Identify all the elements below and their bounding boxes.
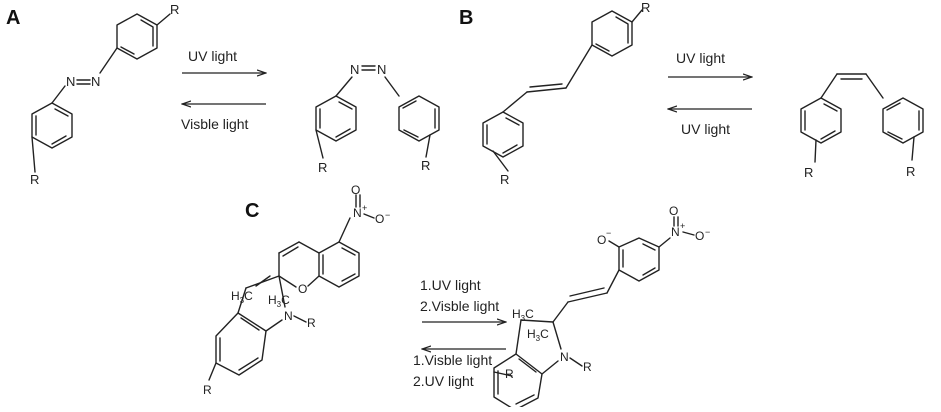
n-r-substituent-label: R xyxy=(307,316,316,330)
azo-nitrogen-label: N xyxy=(66,74,75,89)
trans-azobenzene-structure: R N N R xyxy=(30,2,179,187)
nitro-oxygen-label: O xyxy=(375,212,384,226)
ring-r-substituent-label: R xyxy=(505,367,514,381)
spiropyran-structure: N + O O − O N R xyxy=(203,183,390,397)
methyl-label: H3C xyxy=(512,307,534,323)
r-substituent-label: R xyxy=(641,0,650,15)
pyran-oxygen-label: O xyxy=(298,282,307,296)
forward-condition-label: UV light xyxy=(188,48,237,64)
phenolate-oxygen-label: O xyxy=(597,233,606,247)
svg-text:−: − xyxy=(385,210,390,220)
right-benzene-ring xyxy=(398,95,440,142)
forward-condition-step-1: 1.UV light xyxy=(420,277,481,293)
reverse-condition-step-1: 1.Visble light xyxy=(413,352,492,368)
r-substituent-label: R xyxy=(500,172,509,187)
panel-b-letter: B xyxy=(459,7,473,29)
nitro-oxygen-label: O xyxy=(669,204,678,218)
r-substituent-label: R xyxy=(804,165,813,180)
n-r-substituent-label: R xyxy=(583,360,592,374)
azo-nitrogen-label: N xyxy=(91,74,100,89)
svg-text:−: − xyxy=(705,227,710,237)
methyl-label: H3C xyxy=(231,289,253,305)
upper-benzene-ring xyxy=(591,10,633,57)
r-substituent-label: R xyxy=(30,172,39,187)
cis-azobenzene-structure: N N R R xyxy=(315,62,440,175)
reverse-condition-step-2: 2.UV light xyxy=(413,373,474,389)
azo-nitrogen-label: N xyxy=(350,62,359,77)
panel-a: A R N N R UV light Visbl xyxy=(6,2,440,187)
right-benzene-ring xyxy=(882,97,924,144)
forward-condition-label: UV light xyxy=(676,50,725,66)
reverse-condition-label: UV light xyxy=(681,121,730,137)
cis-stilbene-structure: R R xyxy=(800,73,924,180)
ring-r-substituent-label: R xyxy=(203,383,212,397)
nitro-oxygen-label: O xyxy=(695,229,704,243)
r-substituent-label: R xyxy=(906,164,915,179)
indoline-nitrogen-label: N xyxy=(284,309,293,323)
svg-text:+: + xyxy=(362,203,367,213)
merocyanine-structure: O N + O − O − N R xyxy=(493,204,710,411)
left-benzene-ring xyxy=(315,95,357,142)
azo-nitrogen-label: N xyxy=(377,62,386,77)
indoline-nitrogen-label: N xyxy=(560,350,569,364)
nitro-oxygen-label: O xyxy=(351,183,360,197)
r-substituent-label: R xyxy=(318,160,327,175)
trans-stilbene-structure: R R xyxy=(482,0,650,187)
upper-benzene-ring xyxy=(116,13,158,60)
methyl-label: H3C xyxy=(268,293,290,309)
svg-text:+: + xyxy=(680,221,685,231)
svg-text:−: − xyxy=(606,228,611,238)
nitro-nitrogen-label: N xyxy=(353,206,362,220)
r-substituent-label: R xyxy=(421,158,430,173)
panel-c: C N + O O − O xyxy=(203,183,710,411)
panel-a-letter: A xyxy=(6,7,20,29)
chromene-benzene-ring xyxy=(318,241,360,288)
r-substituent-label: R xyxy=(170,2,179,17)
panel-c-letter: C xyxy=(245,200,259,222)
indoline-benzene-ring xyxy=(493,353,543,411)
lower-benzene-ring xyxy=(482,111,524,158)
indoline-benzene-ring xyxy=(215,312,267,376)
left-benzene-ring xyxy=(800,97,842,144)
methyl-label: H3C xyxy=(527,327,549,343)
nitro-nitrogen-label: N xyxy=(671,225,680,239)
reverse-condition-label: Visble light xyxy=(181,116,249,132)
forward-condition-step-2: 2.Visble light xyxy=(420,298,499,314)
phenolate-benzene-ring xyxy=(618,237,660,282)
lower-benzene-ring xyxy=(31,102,73,149)
panel-b: B R R UV light UV light xyxy=(459,0,924,187)
